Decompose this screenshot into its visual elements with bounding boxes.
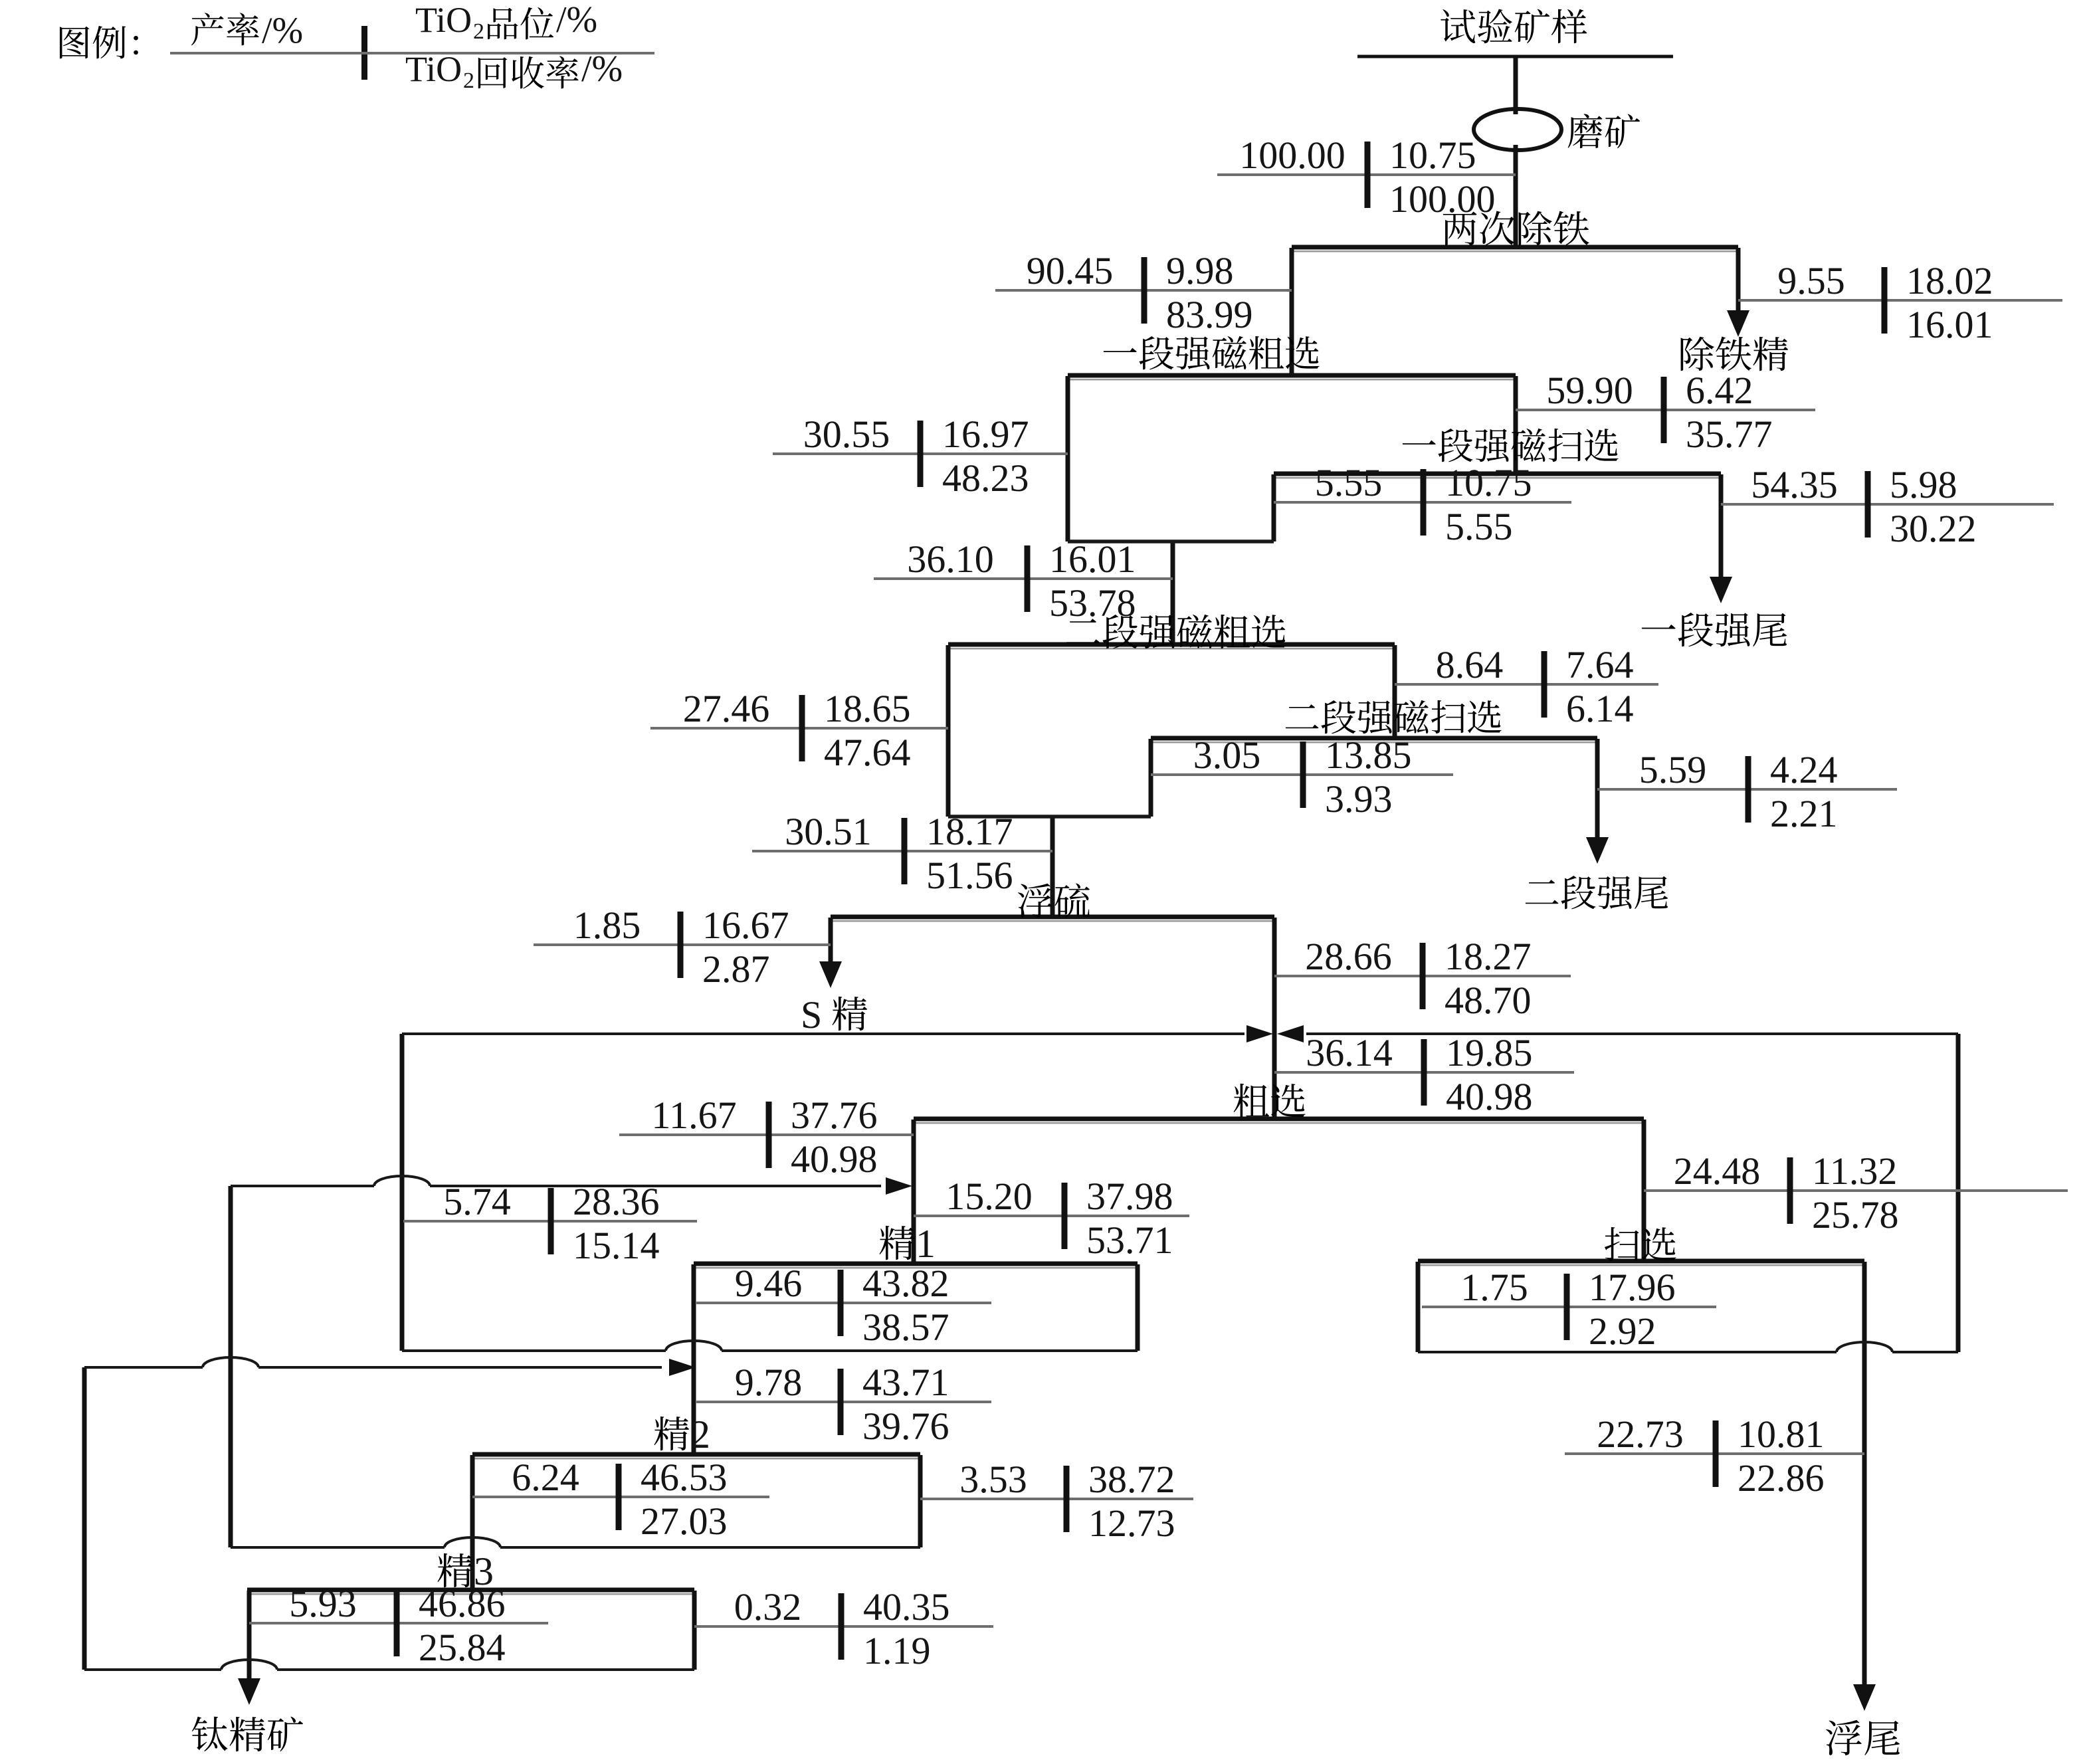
svg-text:10.75: 10.75 (1389, 134, 1476, 177)
svg-text:16.67: 16.67 (702, 904, 789, 947)
svg-text:16.97: 16.97 (942, 413, 1029, 456)
svg-text:2: 2 (463, 68, 474, 93)
svg-text:90.45: 90.45 (1027, 249, 1114, 292)
svg-text:46.86: 46.86 (419, 1582, 506, 1625)
svg-text:TiO: TiO (405, 49, 462, 89)
svg-text:0.32: 0.32 (734, 1585, 802, 1628)
svg-text:53.71: 53.71 (1086, 1219, 1173, 1262)
svg-text:1: 1 (916, 1222, 936, 1266)
svg-text:18.65: 18.65 (824, 687, 911, 730)
svg-text:28.66: 28.66 (1305, 935, 1392, 978)
svg-text:2: 2 (690, 1413, 710, 1456)
svg-text:48.70: 48.70 (1445, 979, 1532, 1022)
svg-text:18.17: 18.17 (926, 810, 1013, 853)
svg-text:1.85: 1.85 (573, 904, 641, 947)
svg-text:18.27: 18.27 (1445, 935, 1532, 978)
svg-text:9.98: 9.98 (1166, 249, 1234, 292)
svg-text:15.14: 15.14 (573, 1224, 660, 1267)
svg-text:38.57: 38.57 (862, 1306, 949, 1349)
svg-text:5.93: 5.93 (289, 1582, 357, 1625)
svg-text:38.72: 38.72 (1088, 1458, 1175, 1501)
svg-text:36.14: 36.14 (1306, 1031, 1393, 1074)
svg-text:13.85: 13.85 (1325, 734, 1412, 777)
svg-text:7.64: 7.64 (1566, 643, 1634, 686)
svg-text:43.71: 43.71 (862, 1361, 949, 1404)
svg-text:6.24: 6.24 (512, 1456, 579, 1499)
svg-text:83.99: 83.99 (1166, 293, 1253, 336)
svg-text:2.87: 2.87 (702, 947, 770, 991)
svg-text:/%: /% (262, 10, 303, 51)
svg-text:39.76: 39.76 (862, 1405, 949, 1448)
svg-text:3.93: 3.93 (1325, 777, 1393, 821)
svg-text:9.46: 9.46 (735, 1262, 803, 1305)
svg-text:36.10: 36.10 (907, 538, 994, 581)
svg-text:30.22: 30.22 (1890, 507, 1977, 550)
svg-text:30.51: 30.51 (785, 810, 872, 853)
svg-text:1.19: 1.19 (863, 1629, 931, 1672)
svg-text:40.35: 40.35 (863, 1585, 950, 1628)
svg-text:35.77: 35.77 (1686, 413, 1773, 456)
svg-text:2.21: 2.21 (1770, 792, 1838, 835)
svg-text:5.55: 5.55 (1445, 505, 1513, 548)
svg-text:37.76: 37.76 (791, 1094, 878, 1137)
svg-text:6.42: 6.42 (1686, 369, 1753, 412)
svg-text:47.64: 47.64 (824, 731, 911, 774)
svg-text:/%: /% (556, 0, 597, 41)
svg-text:11.67: 11.67 (651, 1094, 736, 1137)
svg-text:59.90: 59.90 (1546, 369, 1633, 412)
svg-text:2.92: 2.92 (1589, 1310, 1656, 1353)
svg-text:16.01: 16.01 (1049, 538, 1136, 581)
svg-text:16.01: 16.01 (1906, 303, 1993, 346)
svg-text:15.20: 15.20 (946, 1175, 1033, 1218)
svg-text:46.53: 46.53 (641, 1456, 728, 1499)
svg-text:10.81: 10.81 (1738, 1413, 1825, 1456)
svg-text:3.53: 3.53 (959, 1458, 1027, 1501)
svg-text:28.36: 28.36 (573, 1180, 660, 1223)
svg-text:22.73: 22.73 (1597, 1413, 1684, 1456)
svg-text:27.46: 27.46 (683, 687, 770, 730)
svg-text:/%: /% (581, 49, 623, 90)
svg-text:9.78: 9.78 (735, 1361, 803, 1404)
svg-text:17.96: 17.96 (1589, 1266, 1676, 1309)
svg-text:100.00: 100.00 (1389, 177, 1496, 221)
svg-text:4.24: 4.24 (1770, 748, 1838, 791)
svg-text:18.02: 18.02 (1906, 259, 1993, 302)
svg-text:8.64: 8.64 (1436, 643, 1504, 686)
svg-text:9.55: 9.55 (1777, 259, 1845, 302)
svg-text:2: 2 (473, 19, 484, 44)
svg-text:5.74: 5.74 (443, 1180, 511, 1223)
svg-text:25.78: 25.78 (1812, 1193, 1899, 1236)
svg-text:19.85: 19.85 (1446, 1031, 1533, 1074)
svg-text:54.35: 54.35 (1751, 463, 1838, 506)
svg-text:11.32: 11.32 (1812, 1149, 1897, 1193)
svg-text:3: 3 (474, 1549, 494, 1593)
svg-text:22.86: 22.86 (1738, 1456, 1825, 1500)
svg-text:10.75: 10.75 (1445, 461, 1532, 504)
svg-text:30.55: 30.55 (803, 413, 890, 456)
svg-text:51.56: 51.56 (926, 854, 1013, 897)
svg-text:3.05: 3.05 (1193, 734, 1261, 777)
svg-text:25.84: 25.84 (419, 1626, 506, 1669)
svg-text:40.98: 40.98 (1446, 1075, 1533, 1118)
svg-text:40.98: 40.98 (791, 1137, 878, 1181)
svg-text:27.03: 27.03 (641, 1500, 728, 1543)
svg-text:5.55: 5.55 (1315, 461, 1383, 504)
svg-text:S: S (801, 993, 822, 1036)
svg-text:TiO: TiO (415, 0, 472, 40)
svg-text:24.48: 24.48 (1674, 1149, 1761, 1193)
svg-text:1.75: 1.75 (1460, 1266, 1528, 1309)
svg-text:100.00: 100.00 (1239, 134, 1346, 177)
svg-text:5.98: 5.98 (1890, 463, 1957, 506)
svg-text:43.82: 43.82 (862, 1262, 949, 1305)
svg-text:48.23: 48.23 (942, 456, 1029, 500)
svg-text:6.14: 6.14 (1566, 687, 1634, 730)
svg-text:37.98: 37.98 (1086, 1175, 1173, 1218)
svg-text:12.73: 12.73 (1088, 1502, 1175, 1545)
svg-text:5.59: 5.59 (1639, 748, 1707, 791)
